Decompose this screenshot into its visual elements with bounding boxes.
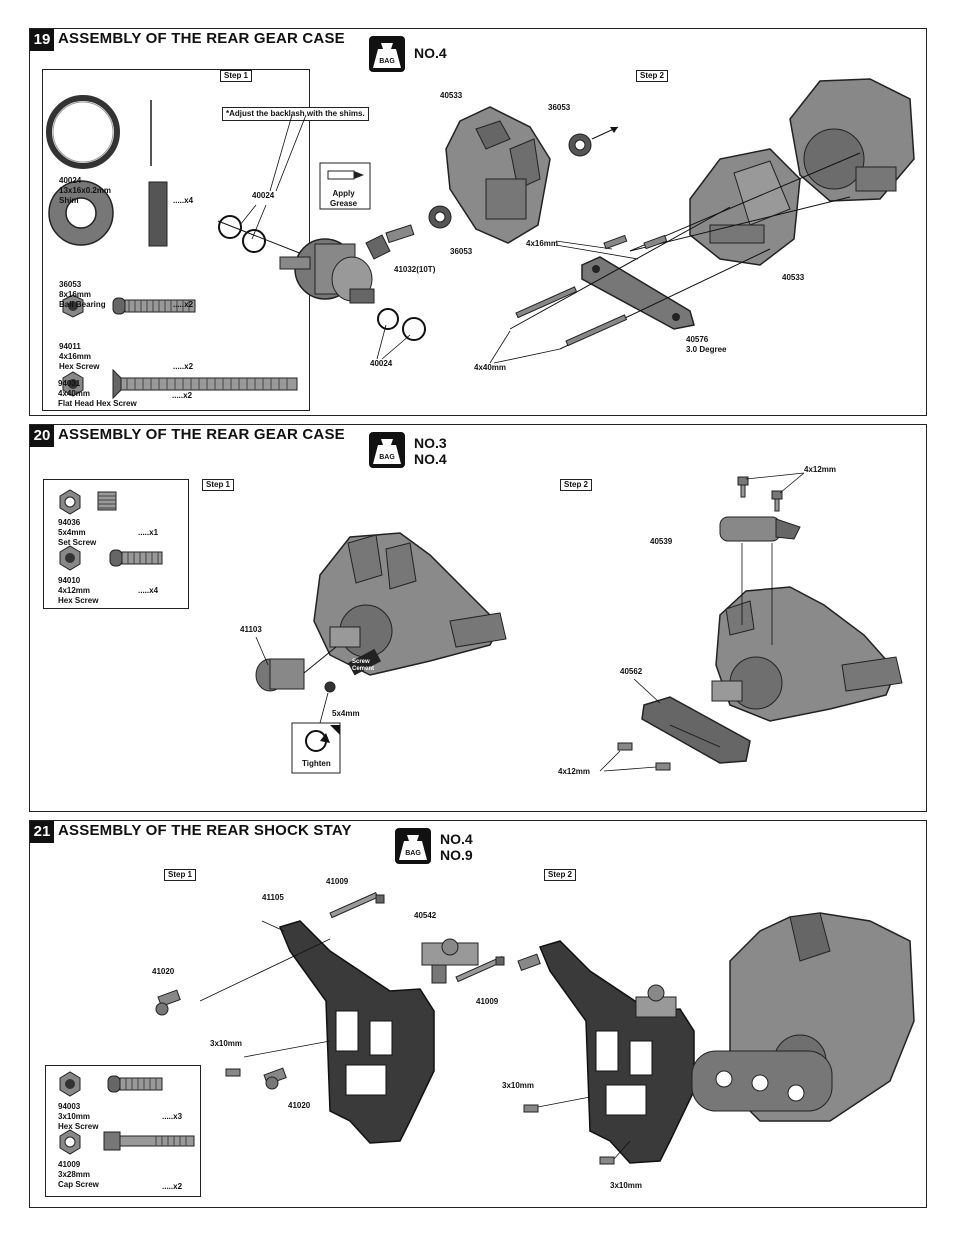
section-19: 19 ASSEMBLY OF THE REAR GEAR CASE BAG NO… [29, 28, 927, 416]
callout-40024: 40024 [370, 359, 393, 368]
bag-numbers: NO.4 [414, 45, 447, 61]
section-title: ASSEMBLY OF THE REAR SHOCK STAY [58, 822, 352, 839]
part-qty: .....x1 [138, 528, 159, 537]
part-number: 94036 [58, 518, 81, 527]
step-2-tag: Step 2 [636, 70, 669, 82]
parts-illustrations [59, 1071, 195, 1155]
part-qty: .....x2 [173, 362, 194, 371]
part-name: Cap Screw [58, 1180, 99, 1189]
part-name: Set Screw [58, 538, 97, 547]
callout-41020: 41020 [288, 1101, 311, 1110]
section-title: ASSEMBLY OF THE REAR GEAR CASE [58, 426, 345, 443]
part-name: Shim [59, 196, 79, 205]
part-size: 8x16mm [59, 290, 92, 299]
callout-40562: 40562 [620, 667, 643, 676]
part-number: 36053 [59, 280, 82, 289]
part-number: 41009 [58, 1160, 81, 1169]
bag-icon-label: BAG [379, 454, 395, 461]
part-size: 4x40mm [58, 389, 91, 398]
section-title: ASSEMBLY OF THE REAR GEAR CASE [58, 30, 345, 47]
parts-list: 94003 3x10mm Hex Screw .....x3 41009 3x2… [45, 1065, 201, 1197]
part-name: Flat Head Hex Screw [58, 399, 137, 408]
step-1-tag: Step 1 [202, 479, 235, 491]
callout-41020: 41020 [152, 967, 175, 976]
part-name: Hex Screw [58, 1122, 99, 1131]
part-qty: .....x2 [173, 300, 194, 309]
part-qty: .....x3 [162, 1112, 183, 1121]
part-size: 4x12mm [58, 586, 91, 595]
callout-40539: 40539 [650, 537, 673, 546]
cement-label: Screw Cement [352, 659, 375, 672]
callout-4x12mm: 4x12mm [558, 767, 591, 776]
callout-3x10mm: 3x10mm [610, 1181, 643, 1190]
part-size: 4x16mm [59, 352, 92, 361]
callout-40542: 40542 [414, 911, 437, 920]
step-2-tag: Step 2 [544, 869, 577, 881]
callout-3x10mm: 3x10mm [210, 1039, 243, 1048]
part-size: 3x28mm [58, 1170, 91, 1179]
assembly-illustration [217, 78, 915, 364]
part-size: 3x10mm [58, 1112, 91, 1121]
grease-label: Apply Grease [330, 189, 358, 208]
step-2-tag: Step 2 [560, 479, 593, 491]
assembly-illustration [255, 472, 903, 774]
section-20: 20 ASSEMBLY OF THE REAR GEAR CASE BAG NO… [29, 424, 927, 812]
parts-illustrations [46, 95, 298, 400]
section-21: 21 ASSEMBLY OF THE REAR SHOCK STAY BAG N… [29, 820, 927, 1208]
callout-36053: 36053 [548, 103, 571, 112]
part-name: Hex Screw [59, 362, 100, 371]
part-size: 13x16x0.2mm [59, 186, 112, 195]
callout-4x12mm: 4x12mm [804, 465, 837, 474]
parts-illustrations [59, 489, 163, 571]
bag-numbers: NO.3 NO.4 [414, 435, 447, 467]
step-number: 20 [30, 425, 54, 447]
callout-40533: 40533 [782, 273, 805, 282]
callout-5x4mm: 5x4mm [332, 709, 360, 718]
callout-3x10mm: 3x10mm [502, 1081, 535, 1090]
bag-icon: BAG [395, 828, 431, 864]
part-qty: .....x4 [138, 586, 159, 595]
part-number: 94031 [58, 379, 81, 388]
part-number: 94010 [58, 576, 81, 585]
part-qty: .....x4 [173, 196, 194, 205]
assembly-illustration [155, 892, 915, 1165]
bag-icon: BAG [369, 432, 405, 468]
callout-40576: 40576 3.0 Degree [686, 335, 727, 354]
part-name: Hex Screw [58, 596, 99, 605]
callout-40024: 40024 [252, 191, 275, 200]
step-1-tag: Step 1 [164, 869, 197, 881]
step-number: 19 [30, 29, 54, 51]
callout-40533: 40533 [440, 91, 463, 100]
part-number: 94011 [59, 342, 81, 351]
callout-36053: 36053 [450, 247, 473, 256]
callout-41009: 41009 [476, 997, 499, 1006]
part-name: Ball Bearing [59, 300, 106, 309]
callout-4x40mm: 4x40mm [474, 363, 507, 372]
callout-4x16mm: 4x16mm [526, 239, 559, 248]
part-qty: .....x2 [162, 1182, 183, 1191]
bag-icon-label: BAG [379, 58, 395, 65]
callout-41103: 41103 [240, 625, 262, 634]
bag-icon: BAG [369, 36, 405, 72]
step-1-tag: Step 1 [220, 70, 253, 82]
callout-41032: 41032(10T) [394, 265, 436, 274]
bag-numbers: NO.4 NO.9 [440, 831, 473, 863]
part-qty: .....x2 [172, 391, 193, 400]
part-number: 40024 [59, 176, 82, 185]
part-size: 5x4mm [58, 528, 86, 537]
bag-icon-label: BAG [405, 850, 421, 857]
backlash-note: *Adjust the backlash with the shims. [222, 107, 369, 121]
tighten-label: Tighten [302, 759, 331, 768]
part-number: 94003 [58, 1102, 81, 1111]
parts-list: 94036 5x4mm Set Screw .....x1 94010 4x12… [43, 479, 189, 609]
callout-41105: 41105 [262, 893, 284, 902]
step-number: 21 [30, 821, 54, 843]
callout-41009: 41009 [326, 877, 349, 886]
